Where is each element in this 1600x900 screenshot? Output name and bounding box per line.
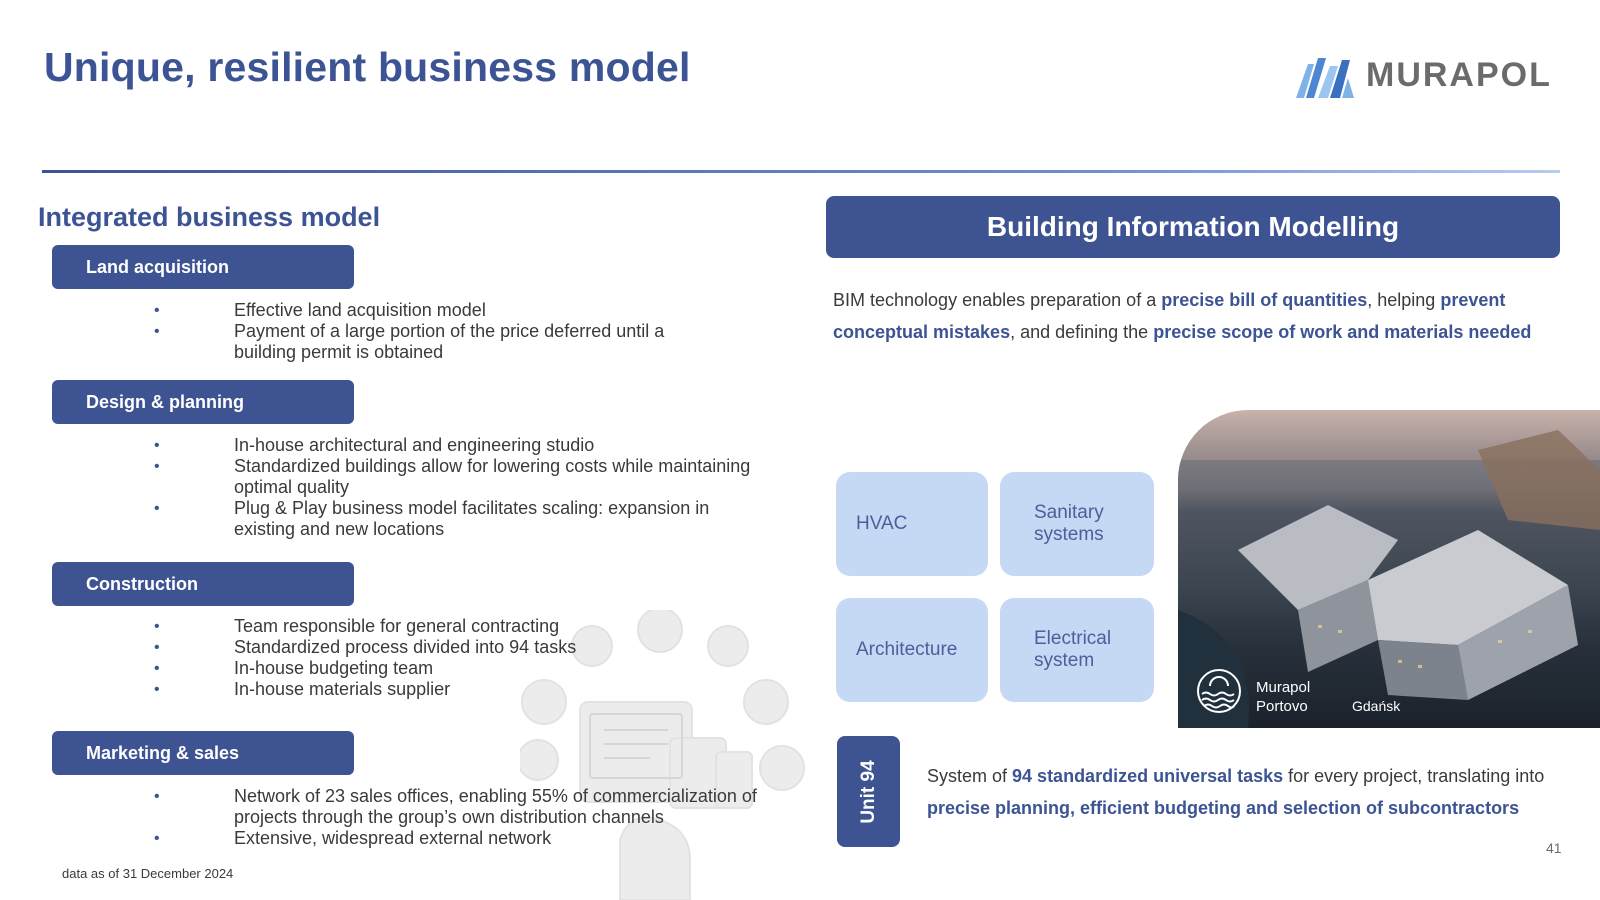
- bullet-item: Standardized process divided into 94 tas…: [154, 637, 714, 658]
- bim-header: Building Information Modelling: [826, 196, 1560, 258]
- tile-architecture: Architecture: [836, 598, 988, 702]
- bullet-item: In-house architectural and engineering s…: [154, 435, 754, 456]
- project-name: Murapol Portovo: [1256, 679, 1311, 715]
- bullet-item: Effective land acquisition model: [154, 300, 674, 321]
- portovo-emblem-icon: [1197, 669, 1241, 713]
- land-acquisition-bullets: Effective land acquisition model Payment…: [154, 300, 674, 363]
- bim-description: BIM technology enables preparation of a …: [833, 290, 1532, 342]
- tile-sanitary-systems: Sanitary systems: [1000, 472, 1154, 576]
- page-number: 41: [1546, 840, 1562, 856]
- construction-bullets: Team responsible for general contracting…: [154, 616, 714, 700]
- bullet-item: In-house materials supplier: [154, 679, 714, 700]
- bullet-item: In-house budgeting team: [154, 658, 714, 679]
- project-city: Gdańsk: [1352, 698, 1401, 714]
- aerial-view-illustration: [1178, 430, 1600, 728]
- murapol-logo: MURAPOL: [1296, 52, 1550, 100]
- bullet-item: Plug & Play business model facilitates s…: [154, 498, 754, 540]
- design-planning-bullets: In-house architectural and engineering s…: [154, 435, 754, 540]
- logo-wordmark: MURAPOL: [1366, 56, 1552, 94]
- header-divider: [42, 170, 1560, 173]
- left-subtitle: Integrated business model: [38, 202, 381, 232]
- section-construction: Construction: [52, 562, 354, 606]
- unit-94-badge: Unit 94: [837, 736, 900, 847]
- section-land-acquisition: Land acquisition: [52, 245, 354, 289]
- murapol-logo-icon: [1296, 58, 1354, 98]
- tile-electrical-system: Electrical system: [1000, 598, 1154, 702]
- unit-94-description: System of 94 standardized universal task…: [927, 766, 1545, 818]
- bullet-item: Standardized buildings allow for lowerin…: [154, 456, 754, 498]
- footnote: data as of 31 December 2024: [62, 866, 234, 881]
- bullet-item: Network of 23 sales offices, enabling 55…: [154, 786, 784, 828]
- section-marketing-sales: Marketing & sales: [52, 731, 354, 775]
- project-photo: Murapol Portovo Gdańsk: [1178, 410, 1600, 728]
- page-title: Unique, resilient business model: [44, 44, 691, 90]
- bullet-item: Payment of a large portion of the price …: [154, 321, 674, 363]
- section-design-planning: Design & planning: [52, 380, 354, 424]
- marketing-sales-bullets: Network of 23 sales offices, enabling 55…: [154, 786, 784, 849]
- bullet-item: Extensive, widespread external network: [154, 828, 784, 849]
- tile-hvac: HVAC: [836, 472, 988, 576]
- bullet-item: Team responsible for general contracting: [154, 616, 714, 637]
